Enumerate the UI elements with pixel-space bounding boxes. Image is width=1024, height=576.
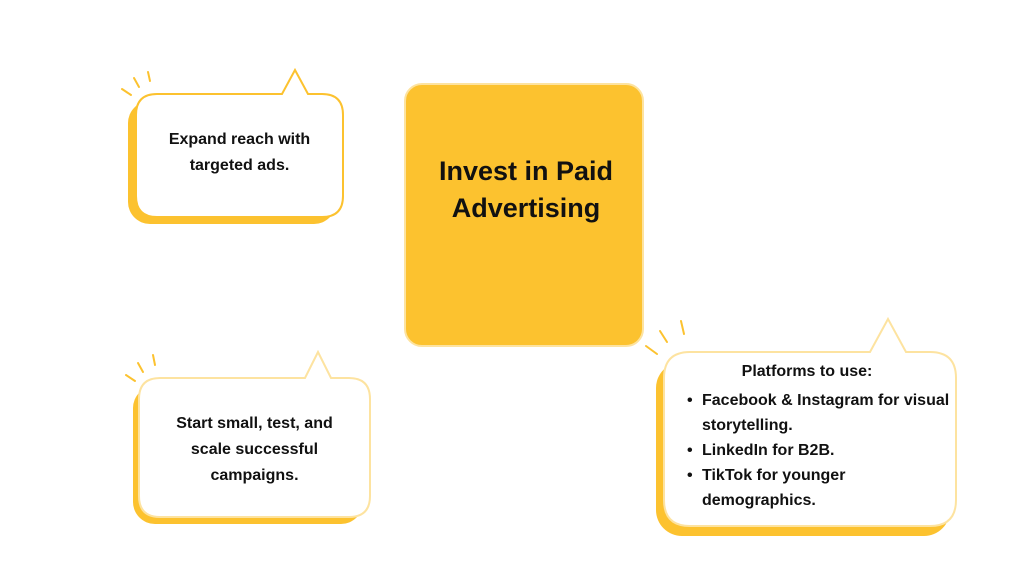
center-title-line-2: Advertising [451,193,601,223]
platforms-list: • Facebook & Instagram for visual storyt… [686,388,956,513]
bullet-icon: • [687,392,693,409]
bubble-top-left-shape [121,67,344,224]
list-item: • TikTok for younger demographics. [687,463,956,513]
bullet-icon: • [687,467,693,484]
bubble-bottom-left-line-3: campaigns. [210,467,299,484]
bubble-right-shape [645,316,957,536]
center-title-line-1: Invest in Paid [438,156,614,186]
bubble-top-left-line-2: targeted ads. [189,157,290,174]
bullet-icon: • [687,442,693,459]
center-title: Invest in Paid Advertising [406,153,646,227]
bubble-bottom-left-line-2: scale successful [190,441,319,458]
bubble-top-left-text: Expand reach with targeted ads. [136,127,343,179]
spark-marks-right [645,320,685,355]
platforms-title: Platforms to use: [741,363,873,380]
bubble-bottom-left-text: Start small, test, and scale successful … [139,411,370,489]
bubble-top-left-line-1: Expand reach with [168,131,311,148]
spark-marks-top-left [121,71,151,96]
list-item: • Facebook & Instagram for visual storyt… [687,388,956,438]
list-item-text: TikTok for younger demographics. [702,467,846,509]
list-item-text: Facebook & Instagram for visual storytel… [702,392,950,434]
bubble-bottom-left-shape [125,349,371,524]
bubble-bottom-left-line-1: Start small, test, and [176,415,333,432]
list-item-text: LinkedIn for B2B. [702,442,835,459]
center-card: Invest in Paid Advertising [404,83,644,347]
spark-marks-bottom-left [125,354,156,382]
list-item: • LinkedIn for B2B. [687,438,956,463]
